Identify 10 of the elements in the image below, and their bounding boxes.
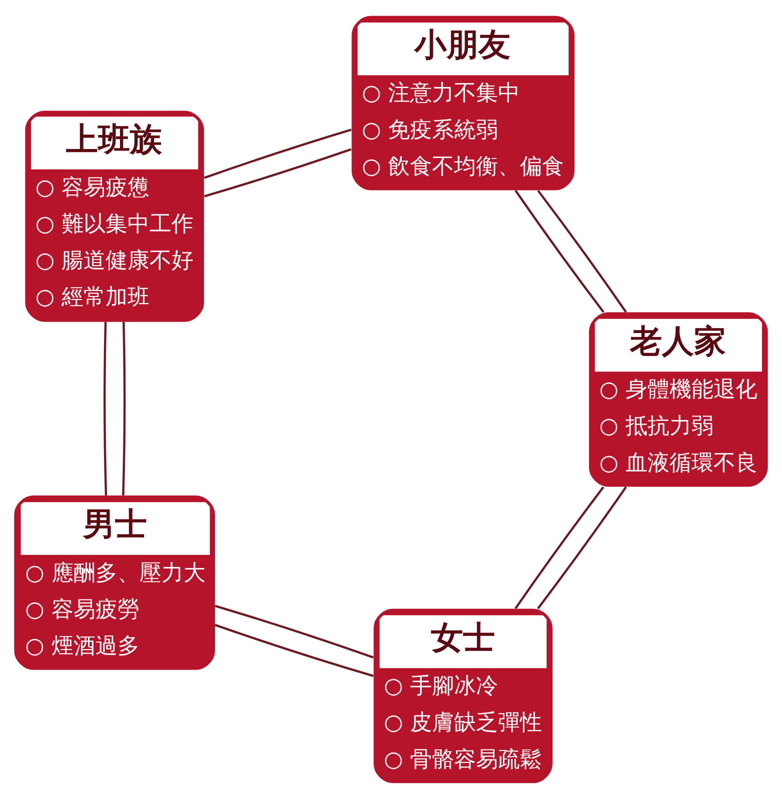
- connector: [122, 322, 126, 496]
- connector: [214, 624, 374, 677]
- connector: [537, 486, 627, 610]
- connector: [537, 190, 627, 313]
- connector: [104, 322, 108, 496]
- connector: [514, 486, 604, 610]
- connector: [204, 128, 352, 179]
- connector: [514, 190, 604, 313]
- connector: [214, 604, 374, 658]
- connector: [204, 148, 352, 198]
